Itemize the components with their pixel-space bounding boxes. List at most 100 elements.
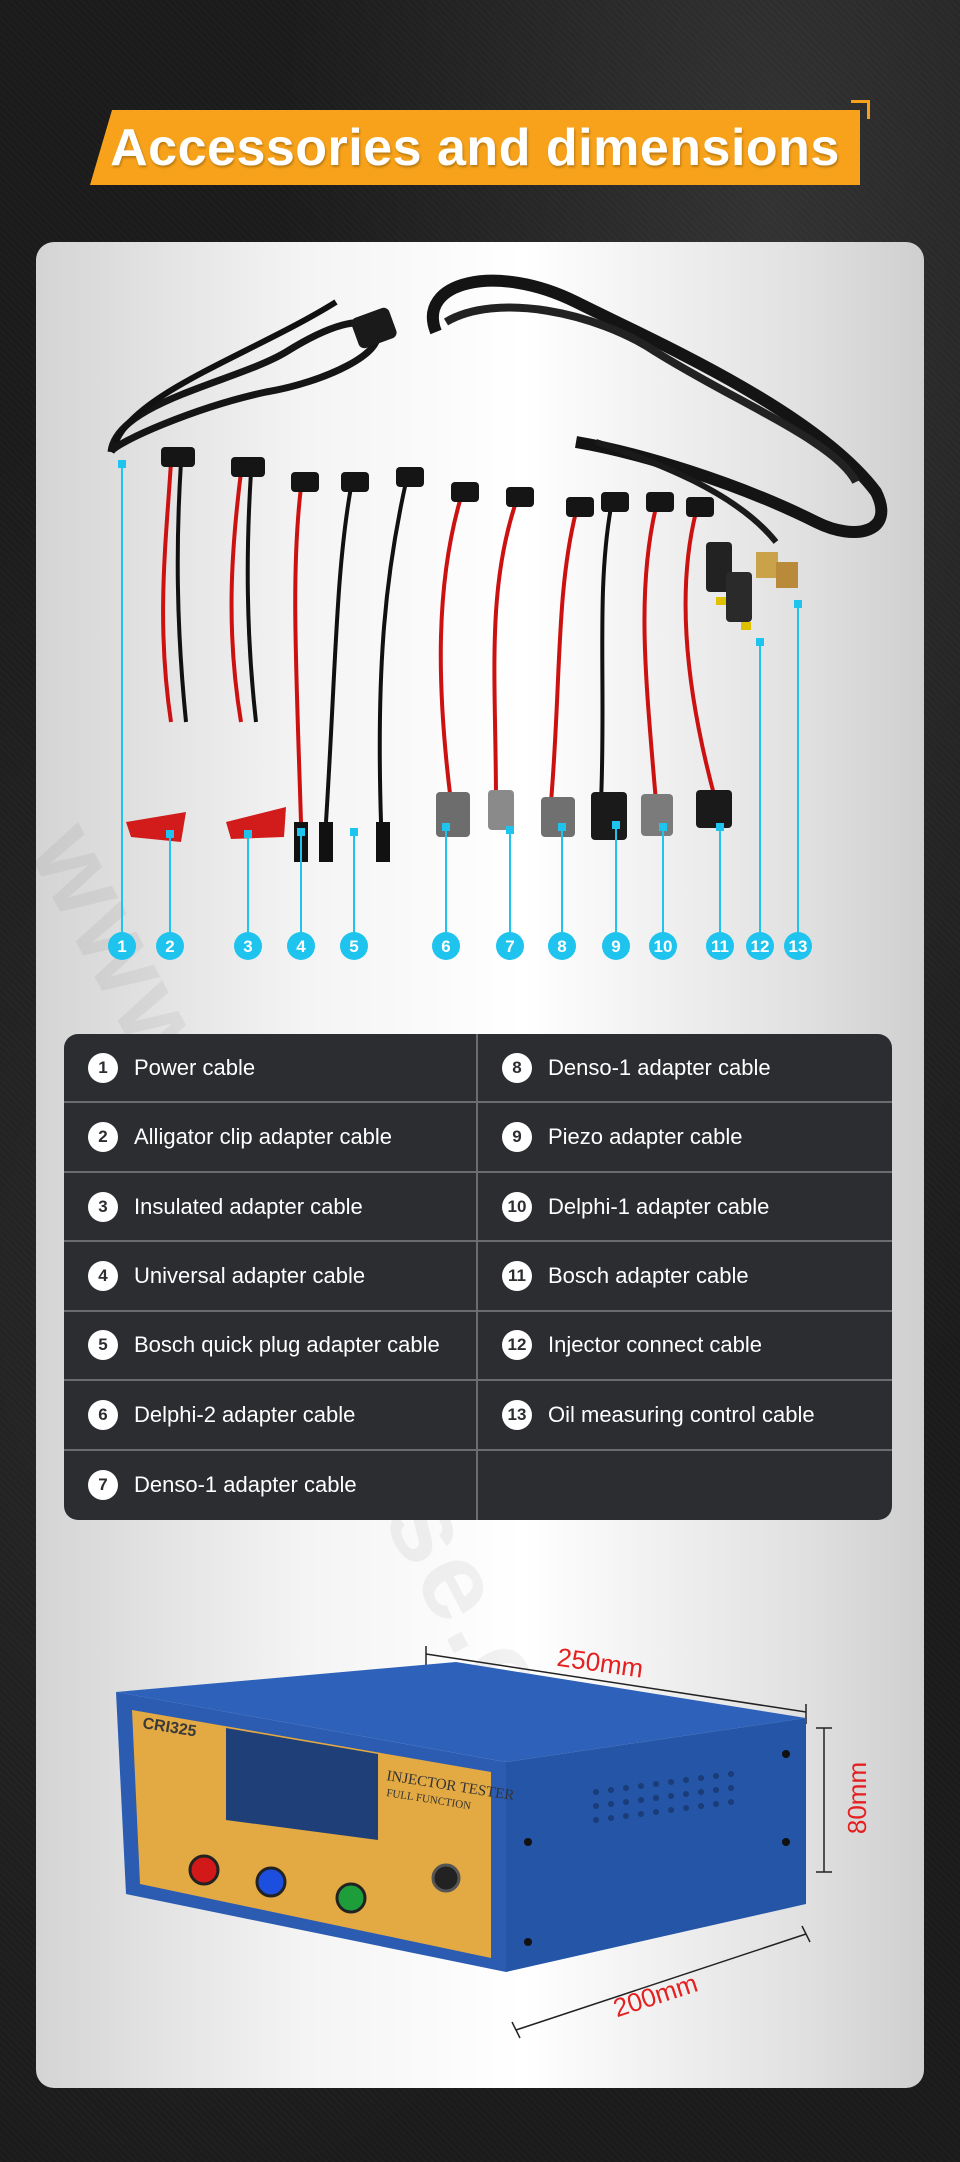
callout-badge-6: 6 [432,932,460,960]
callout-number: 3 [243,937,252,956]
callout-badge-11: 11 [706,932,734,960]
item-number: 13 [502,1399,532,1430]
item-number: 8 [502,1052,532,1083]
power-cable-loop [113,299,338,444]
device-front-panel [132,1710,491,1958]
harness-cable [426,274,888,538]
item-label: Oil measuring control cable [548,1401,815,1427]
adapter-cables [161,461,718,823]
item-label: Universal adapter cable [134,1262,366,1288]
callout-badge-5: 5 [340,932,368,960]
title-corner-decoration [851,100,870,119]
callout-lines [121,464,799,942]
accessory-row: 3 Insulated adapter cable [64,1172,478,1243]
item-number: 2 [88,1122,118,1153]
item-number: 10 [502,1191,532,1222]
title-banner: Accessories and dimensions [90,100,870,190]
callout-badge-10: 10 [649,932,677,960]
callout-badge-13: 13 [784,932,812,960]
device-illustration: 250mm 80mm 200mm CRI325 INJECTOR TESTER … [116,1642,872,2039]
callout-number: 6 [441,937,450,956]
depth-dimension-label: 200mm [609,1968,701,2023]
empty-cell [478,1451,892,1520]
item-label: Piezo adapter cable [548,1124,743,1150]
callout-number: 12 [751,937,770,956]
item-label: Bosch adapter cable [548,1262,749,1288]
item-label: Alligator clip adapter cable [134,1124,393,1150]
accessory-row: 9 Piezo adapter cable [478,1103,892,1173]
item-label: Denso-1 adapter cable [134,1472,357,1498]
item-number: 9 [502,1122,532,1153]
alligator-clip [126,812,186,842]
item-label: Delphi-2 adapter cable [134,1401,356,1427]
accessory-row: 5 Bosch quick plug adapter cable [64,1311,478,1382]
green-button [335,1882,367,1914]
title-bar: Accessories and dimensions [90,110,860,185]
screw [524,1838,532,1846]
width-dimension-label: 250mm [555,1642,645,1684]
callout-badge-1: 1 [108,932,136,960]
item-label: Injector connect cable [548,1332,763,1358]
item-number: 4 [88,1260,118,1291]
red-button [188,1854,220,1886]
callout-number: 9 [611,937,620,956]
insulated-clip [226,807,286,839]
item-number: 6 [88,1399,118,1430]
item-number: 5 [88,1330,118,1361]
item-number: 12 [502,1330,532,1361]
power-cable [107,319,381,455]
accessory-row: 10 Delphi-1 adapter cable [478,1173,892,1243]
callout-number: 11 [711,937,729,956]
callout-badge-9: 9 [602,932,630,960]
control-knob [431,1863,461,1893]
callout-number: 4 [296,937,306,956]
accessory-row: 4 Universal adapter cable [64,1242,478,1312]
dimension-lines [425,1646,832,2039]
callout-badge-7: 7 [496,932,524,960]
item-label: Bosch quick plug adapter cable [134,1332,440,1358]
cables-illustration: 1 2 3 4 5 6 7 8 9 10 11 12 13 [107,274,888,960]
callout-badge-2: 2 [156,932,184,960]
screw [782,1750,790,1758]
callout-badge-8: 8 [548,932,576,960]
callout-badge-3: 3 [234,932,262,960]
callout-number: 7 [505,937,514,956]
accessory-row: 12 Injector connect cable [478,1312,892,1382]
callout-number: 5 [349,937,358,956]
accessory-row: 11 Bosch adapter cable [478,1242,892,1312]
vent-holes [593,1771,734,1823]
accessory-row: 8 Denso-1 adapter cable [478,1034,892,1104]
item-label: Power cable [134,1054,256,1080]
device-screen [226,1728,378,1840]
item-number: 11 [502,1260,532,1291]
callout-badge-12: 12 [746,932,774,960]
screw [782,1838,790,1846]
item-label: Insulated adapter cable [134,1193,363,1219]
item-label: Delphi-1 adapter cable [548,1193,770,1219]
item-number: 7 [88,1470,118,1501]
callout-anchors [118,460,802,838]
accessory-row: 2 Alligator clip adapter cable [64,1103,478,1173]
callout-number: 1 [117,937,126,956]
height-dimension-label: 80mm [842,1762,872,1834]
screw [524,1938,532,1946]
callout-badge-4: 4 [287,932,315,960]
accessory-row: 6 Delphi-2 adapter cable [64,1381,478,1451]
callout-number: 8 [557,937,566,956]
item-number: 3 [88,1191,118,1222]
accessory-row: 13 Oil measuring control cable [478,1381,892,1451]
callout-number: 10 [654,937,673,956]
power-plug [351,307,397,349]
content-panel: www.mongoose.com [36,242,924,2088]
page-title: Accessories and dimensions [110,118,840,177]
device-side [506,1718,806,1972]
device-top [116,1662,806,1762]
adapter-plugs [161,447,714,517]
callout-number: 2 [165,937,174,956]
callout-number: 13 [789,937,808,956]
item-label: Denso-1 adapter cable [548,1054,771,1080]
accessory-row: 7 Denso-1 adapter cable [64,1450,478,1520]
blue-button [255,1866,287,1898]
